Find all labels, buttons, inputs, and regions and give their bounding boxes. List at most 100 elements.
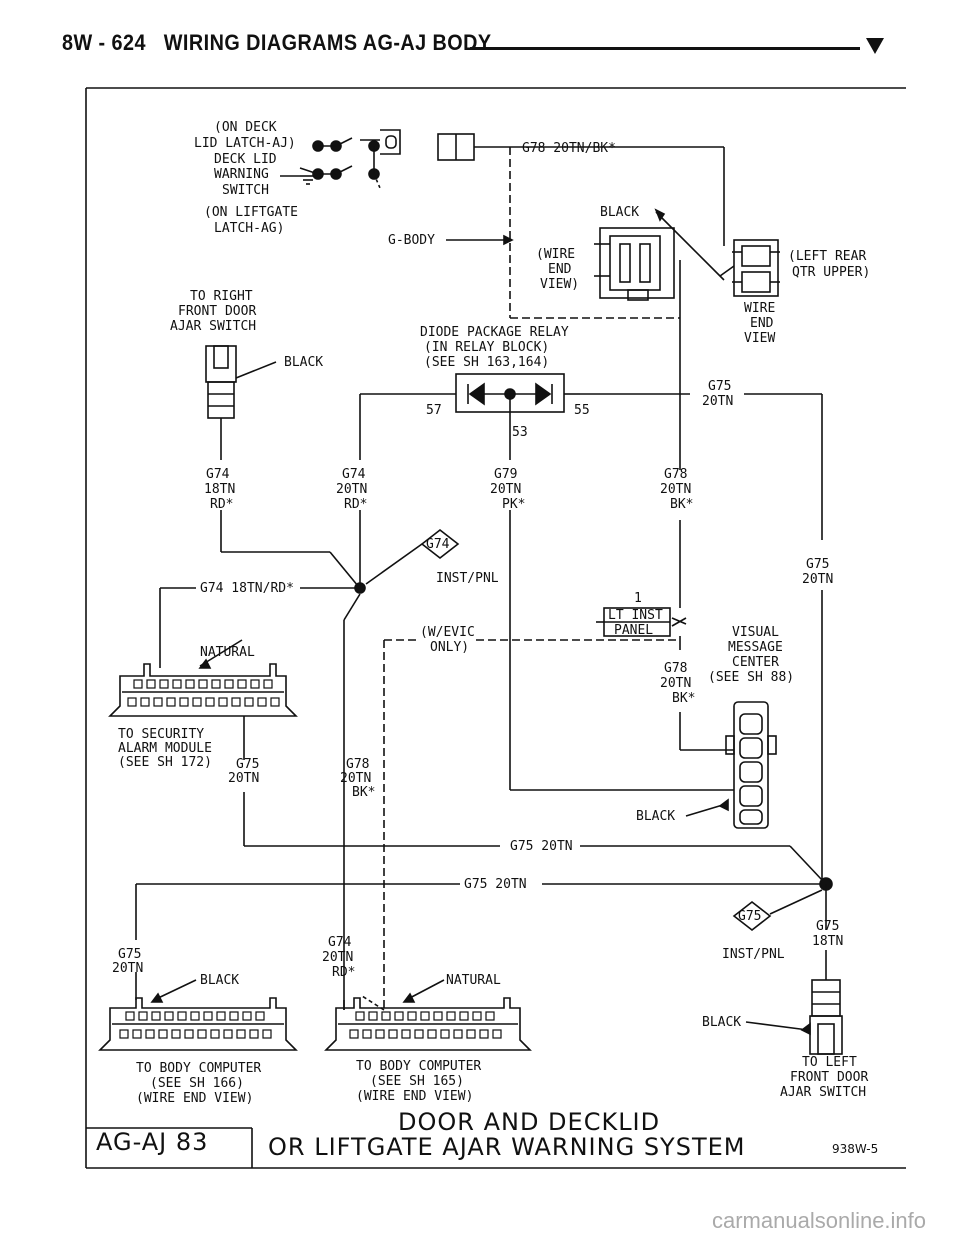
label: AJAR SWITCH [780, 1085, 866, 1100]
g75-splice [135, 877, 833, 1000]
label: 18TN [204, 482, 235, 497]
connector-pin [466, 1029, 476, 1039]
label: 55 [574, 403, 590, 418]
connector-pin [388, 1029, 398, 1039]
label: WIRE [744, 301, 775, 316]
g-body-splice [437, 133, 725, 319]
watermark: carmanualsonline.info [712, 1208, 927, 1233]
label: RD* [344, 497, 367, 512]
label: 20TN [228, 771, 259, 786]
connector-pin [125, 1011, 135, 1021]
connector-pin [224, 679, 234, 689]
label: (LEFT REAR [788, 249, 866, 264]
connector-pin [223, 1029, 233, 1039]
visual-message-center-connector [685, 701, 777, 829]
label: CENTER [732, 655, 779, 670]
label: G75 [708, 379, 731, 394]
g74-splice [159, 510, 460, 1010]
connector-pin [216, 1011, 226, 1021]
label: 20TN [660, 482, 691, 497]
label: 20TN [322, 950, 353, 965]
label: G74 18TN/RD* [200, 581, 294, 596]
connector-pin [210, 1029, 220, 1039]
header-triangle-icon [866, 38, 884, 54]
connector-pin [349, 1029, 359, 1039]
label: TO BODY COMPUTER [356, 1059, 481, 1074]
label: WARNING [214, 167, 269, 182]
connector-pin [394, 1011, 404, 1021]
label: BK* [672, 691, 695, 706]
label: 20TN [660, 676, 691, 691]
connector-pin [459, 1011, 469, 1021]
footer-title-line1: DOOR AND DECKLID [398, 1108, 661, 1136]
connector-pin [237, 679, 247, 689]
connector-pin [172, 679, 182, 689]
label: 1 [634, 591, 642, 606]
label: (SEE SH 166) [150, 1076, 244, 1091]
connector-pin [242, 1011, 252, 1021]
label: QTR UPPER) [792, 265, 870, 280]
security-alarm-pins [127, 679, 280, 707]
label: G75 [738, 909, 761, 924]
connector-pin [190, 1011, 200, 1021]
connector-pin [179, 697, 189, 707]
connector-pin [355, 1011, 365, 1021]
label: G79 [494, 467, 517, 482]
label: RD* [210, 497, 233, 512]
label: (WIRE END VIEW) [356, 1089, 473, 1104]
connector-pin [446, 1011, 456, 1021]
label: G75 [236, 757, 259, 772]
label: PK* [502, 497, 525, 512]
label: 53 [512, 425, 528, 440]
security-alarm-connector [108, 639, 823, 881]
label: BK* [670, 497, 693, 512]
label: SWITCH [222, 183, 269, 198]
label: NATURAL [200, 645, 255, 660]
label: ONLY) [430, 640, 469, 655]
label: BLACK [284, 355, 323, 370]
right-front-door-switch [205, 345, 359, 587]
label: MESSAGE [728, 640, 783, 655]
label: (SEE SH 172) [118, 755, 212, 770]
label: G78 [346, 757, 369, 772]
label: (WIRE END VIEW) [136, 1091, 253, 1106]
label: VIEW) [540, 277, 579, 292]
connector-pin [362, 1029, 372, 1039]
label: 20TN [340, 771, 371, 786]
label: RD* [332, 965, 355, 980]
connector-pin [132, 1029, 142, 1039]
connector-pin [414, 1029, 424, 1039]
connector-pin [158, 1029, 168, 1039]
connector-pin [177, 1011, 187, 1021]
footer-title-line2: OR LIFTGATE AJAR WARNING SYSTEM [268, 1133, 746, 1161]
label: TO RIGHT [190, 289, 253, 304]
page-number: 8W - 624 [62, 30, 146, 55]
label: (SEE SH 88) [708, 670, 794, 685]
connector-pin [153, 697, 163, 707]
lt-inst-panel [383, 520, 734, 1010]
connector-pin [479, 1029, 489, 1039]
connector-pin [229, 1011, 239, 1021]
connector-pin [420, 1011, 430, 1021]
body-computer-connector-165 [324, 979, 532, 1051]
connector-pin [119, 1029, 129, 1039]
connector-pin [485, 1011, 495, 1021]
page-header-title: 8W - 624 WIRING DIAGRAMS AG-AJ BODY [62, 30, 492, 56]
connector-pin [211, 679, 221, 689]
label: 20TN [802, 572, 833, 587]
label: BLACK [200, 973, 239, 988]
connector-pin [127, 697, 137, 707]
connector-pin [185, 679, 195, 689]
connector-pin [255, 1011, 265, 1021]
footer-ref: 938W-5 [832, 1142, 879, 1156]
connector-pin [244, 697, 254, 707]
label: 20TN [336, 482, 367, 497]
label: (SEE SH 165) [370, 1074, 464, 1089]
connector-pin [198, 679, 208, 689]
label: INST/PNL [436, 571, 499, 586]
label: (W/EVIC [420, 625, 475, 640]
connector-pin [231, 697, 241, 707]
left-rear-qtr-connector [654, 208, 780, 297]
section-title: WIRING DIAGRAMS AG-AJ BODY [163, 30, 492, 55]
connector-pin [140, 697, 150, 707]
